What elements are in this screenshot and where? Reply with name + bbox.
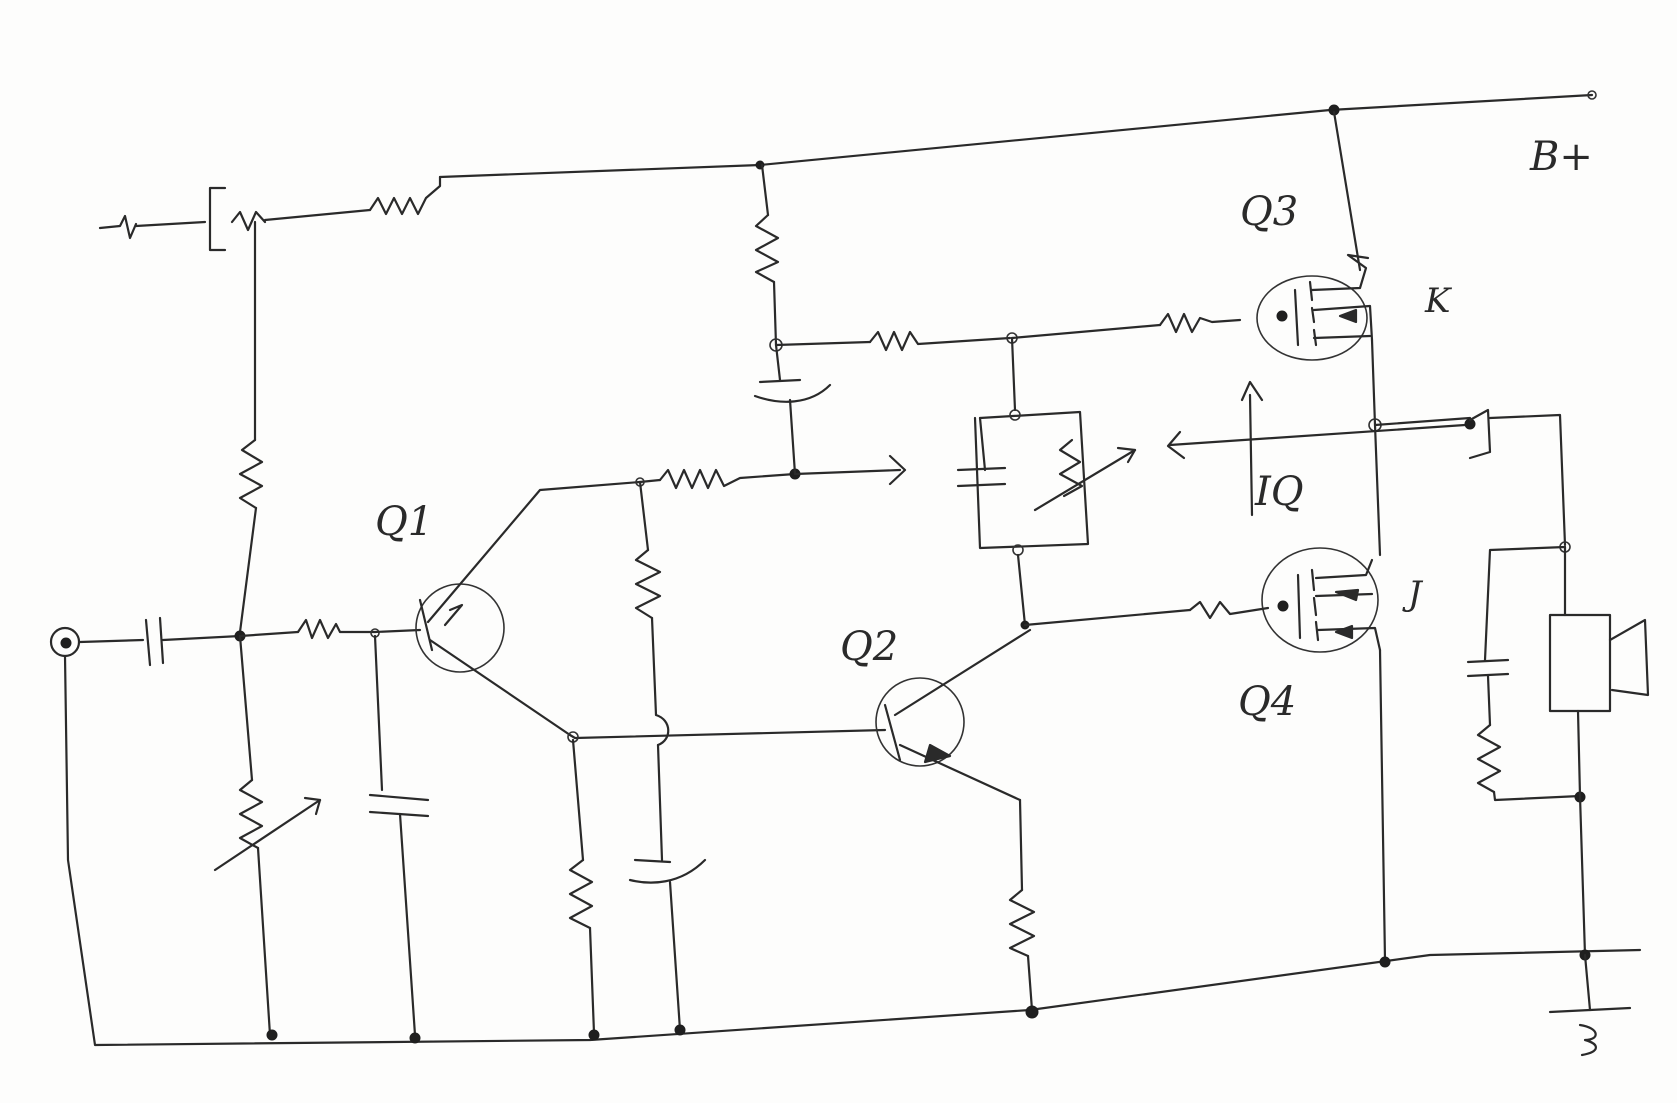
- transistor-q1: [415, 480, 642, 737]
- q1-q2-link: [567, 728, 887, 1041]
- feedback-resistor: [98, 175, 442, 252]
- q1-load-resistor: [634, 480, 670, 862]
- bias-trimmer: [213, 634, 322, 1041]
- q2-emitter-resistor: [1008, 798, 1039, 1019]
- q4-source-wire: [1378, 648, 1387, 962]
- transistor-q4: [1188, 547, 1382, 653]
- label-q2: Q2: [840, 624, 898, 670]
- q4-ground-node: [1379, 956, 1391, 968]
- zobel-network: [1466, 545, 1586, 803]
- base-resistor-q1: [238, 618, 422, 640]
- vbe-multiplier: [793, 409, 1192, 630]
- ground-icon: [1548, 953, 1632, 1057]
- ground-rail: [63, 654, 1642, 1047]
- transistor-q3: [1256, 253, 1374, 361]
- label-q1: Q1: [375, 499, 433, 545]
- input-jack: [49, 616, 246, 667]
- q3-drain-wire: [1332, 110, 1362, 272]
- label-q3-pin: K: [1424, 281, 1453, 321]
- label-q3: Q3: [1240, 189, 1298, 235]
- label-q4: Q4: [1238, 679, 1296, 725]
- label-q4-pin: J: [1402, 574, 1424, 614]
- loudspeaker-icon: [1548, 545, 1650, 961]
- q1-collector-resistor: [635, 468, 801, 490]
- input-filter-capacitor: [368, 634, 430, 1044]
- transistor-q2: [875, 628, 1032, 802]
- decoupling-capacitor: [628, 858, 707, 1036]
- upper-bias-network: [753, 163, 1242, 476]
- output-node: [1166, 338, 1571, 557]
- label-supply: B+: [1529, 134, 1593, 180]
- supply-rail: [438, 90, 1597, 179]
- label-bias-current: IQ: [1254, 469, 1304, 515]
- ground-node: [1026, 1008, 1034, 1016]
- bias-resistor-top: [238, 220, 264, 634]
